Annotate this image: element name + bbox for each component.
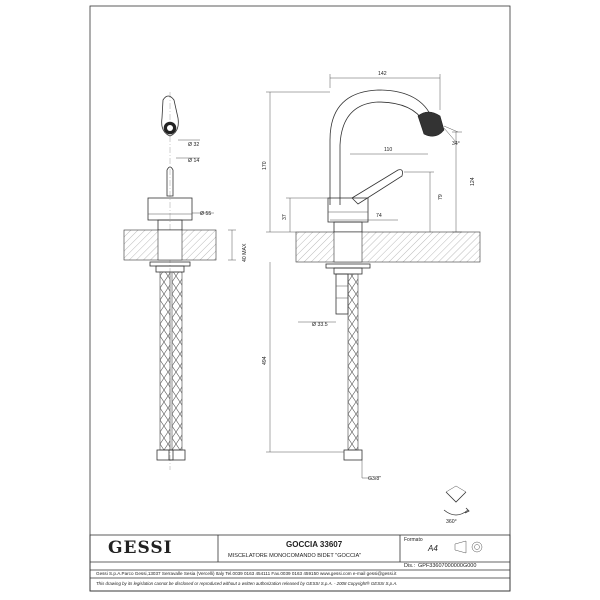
- title-block: [89, 534, 511, 592]
- front-view: Ø 32 Ø 14 Ø 55 40 MAX: [123, 92, 248, 470]
- rotation-symbol: 360°: [443, 485, 470, 525]
- hose-right-front: [171, 271, 183, 451]
- dim-spout-reach: 142: [378, 71, 387, 77]
- spout-head-front: [161, 95, 179, 137]
- handle-lever-front: [166, 166, 174, 197]
- copyright-notice: This drawing by its legislation cannot b…: [96, 581, 398, 586]
- gessi-logo: GESSI: [108, 538, 173, 558]
- drawing-number: GPF33607000000G000: [418, 563, 477, 569]
- dim-body-depth: 74: [376, 213, 382, 219]
- dim-spout-diameter: Ø 14: [188, 158, 199, 164]
- dim-body-height: 37: [282, 214, 288, 220]
- drawing-label: Dis.:: [404, 563, 415, 569]
- dim-handle-reach: 110: [384, 147, 392, 153]
- format-value: A4: [428, 544, 438, 553]
- dim-hose-thread: G3/8": [368, 476, 381, 482]
- hose-side: [347, 273, 359, 451]
- format-label: Formato: [404, 537, 423, 543]
- dim-aerator-diameter: Ø 32: [188, 142, 199, 148]
- hose-left-front: [159, 271, 171, 451]
- dim-shank-diameter: Ø 33.5: [312, 322, 328, 328]
- deck-side: [295, 231, 481, 263]
- handle-lever-side: [351, 169, 403, 205]
- spout-arc: [329, 89, 433, 205]
- dim-base-diameter: Ø 55: [200, 211, 211, 217]
- product-title: GOCCIA 33607: [286, 540, 343, 549]
- dim-rotation: 360°: [446, 519, 457, 525]
- drawing-border: [89, 5, 511, 592]
- dim-outlet-height: 124: [470, 177, 476, 186]
- dim-hose-length: 494: [262, 356, 268, 365]
- dim-handle-height: 79: [438, 194, 444, 200]
- dim-overall-height: 170: [262, 161, 268, 170]
- projection-symbol-icon: [454, 540, 467, 554]
- dim-deck-thickness: 40 MAX: [242, 243, 248, 262]
- product-description: MISCELATORE MONOCOMANDO BIDET "GOCCIA": [228, 553, 362, 559]
- spout-head-side: [417, 111, 445, 137]
- company-info: Gessi S.p.A.Parco Gessi,13037 Serravalle…: [96, 571, 397, 576]
- side-view: 142 34° 110 124 170 79 37 74 494 Ø: [262, 71, 481, 482]
